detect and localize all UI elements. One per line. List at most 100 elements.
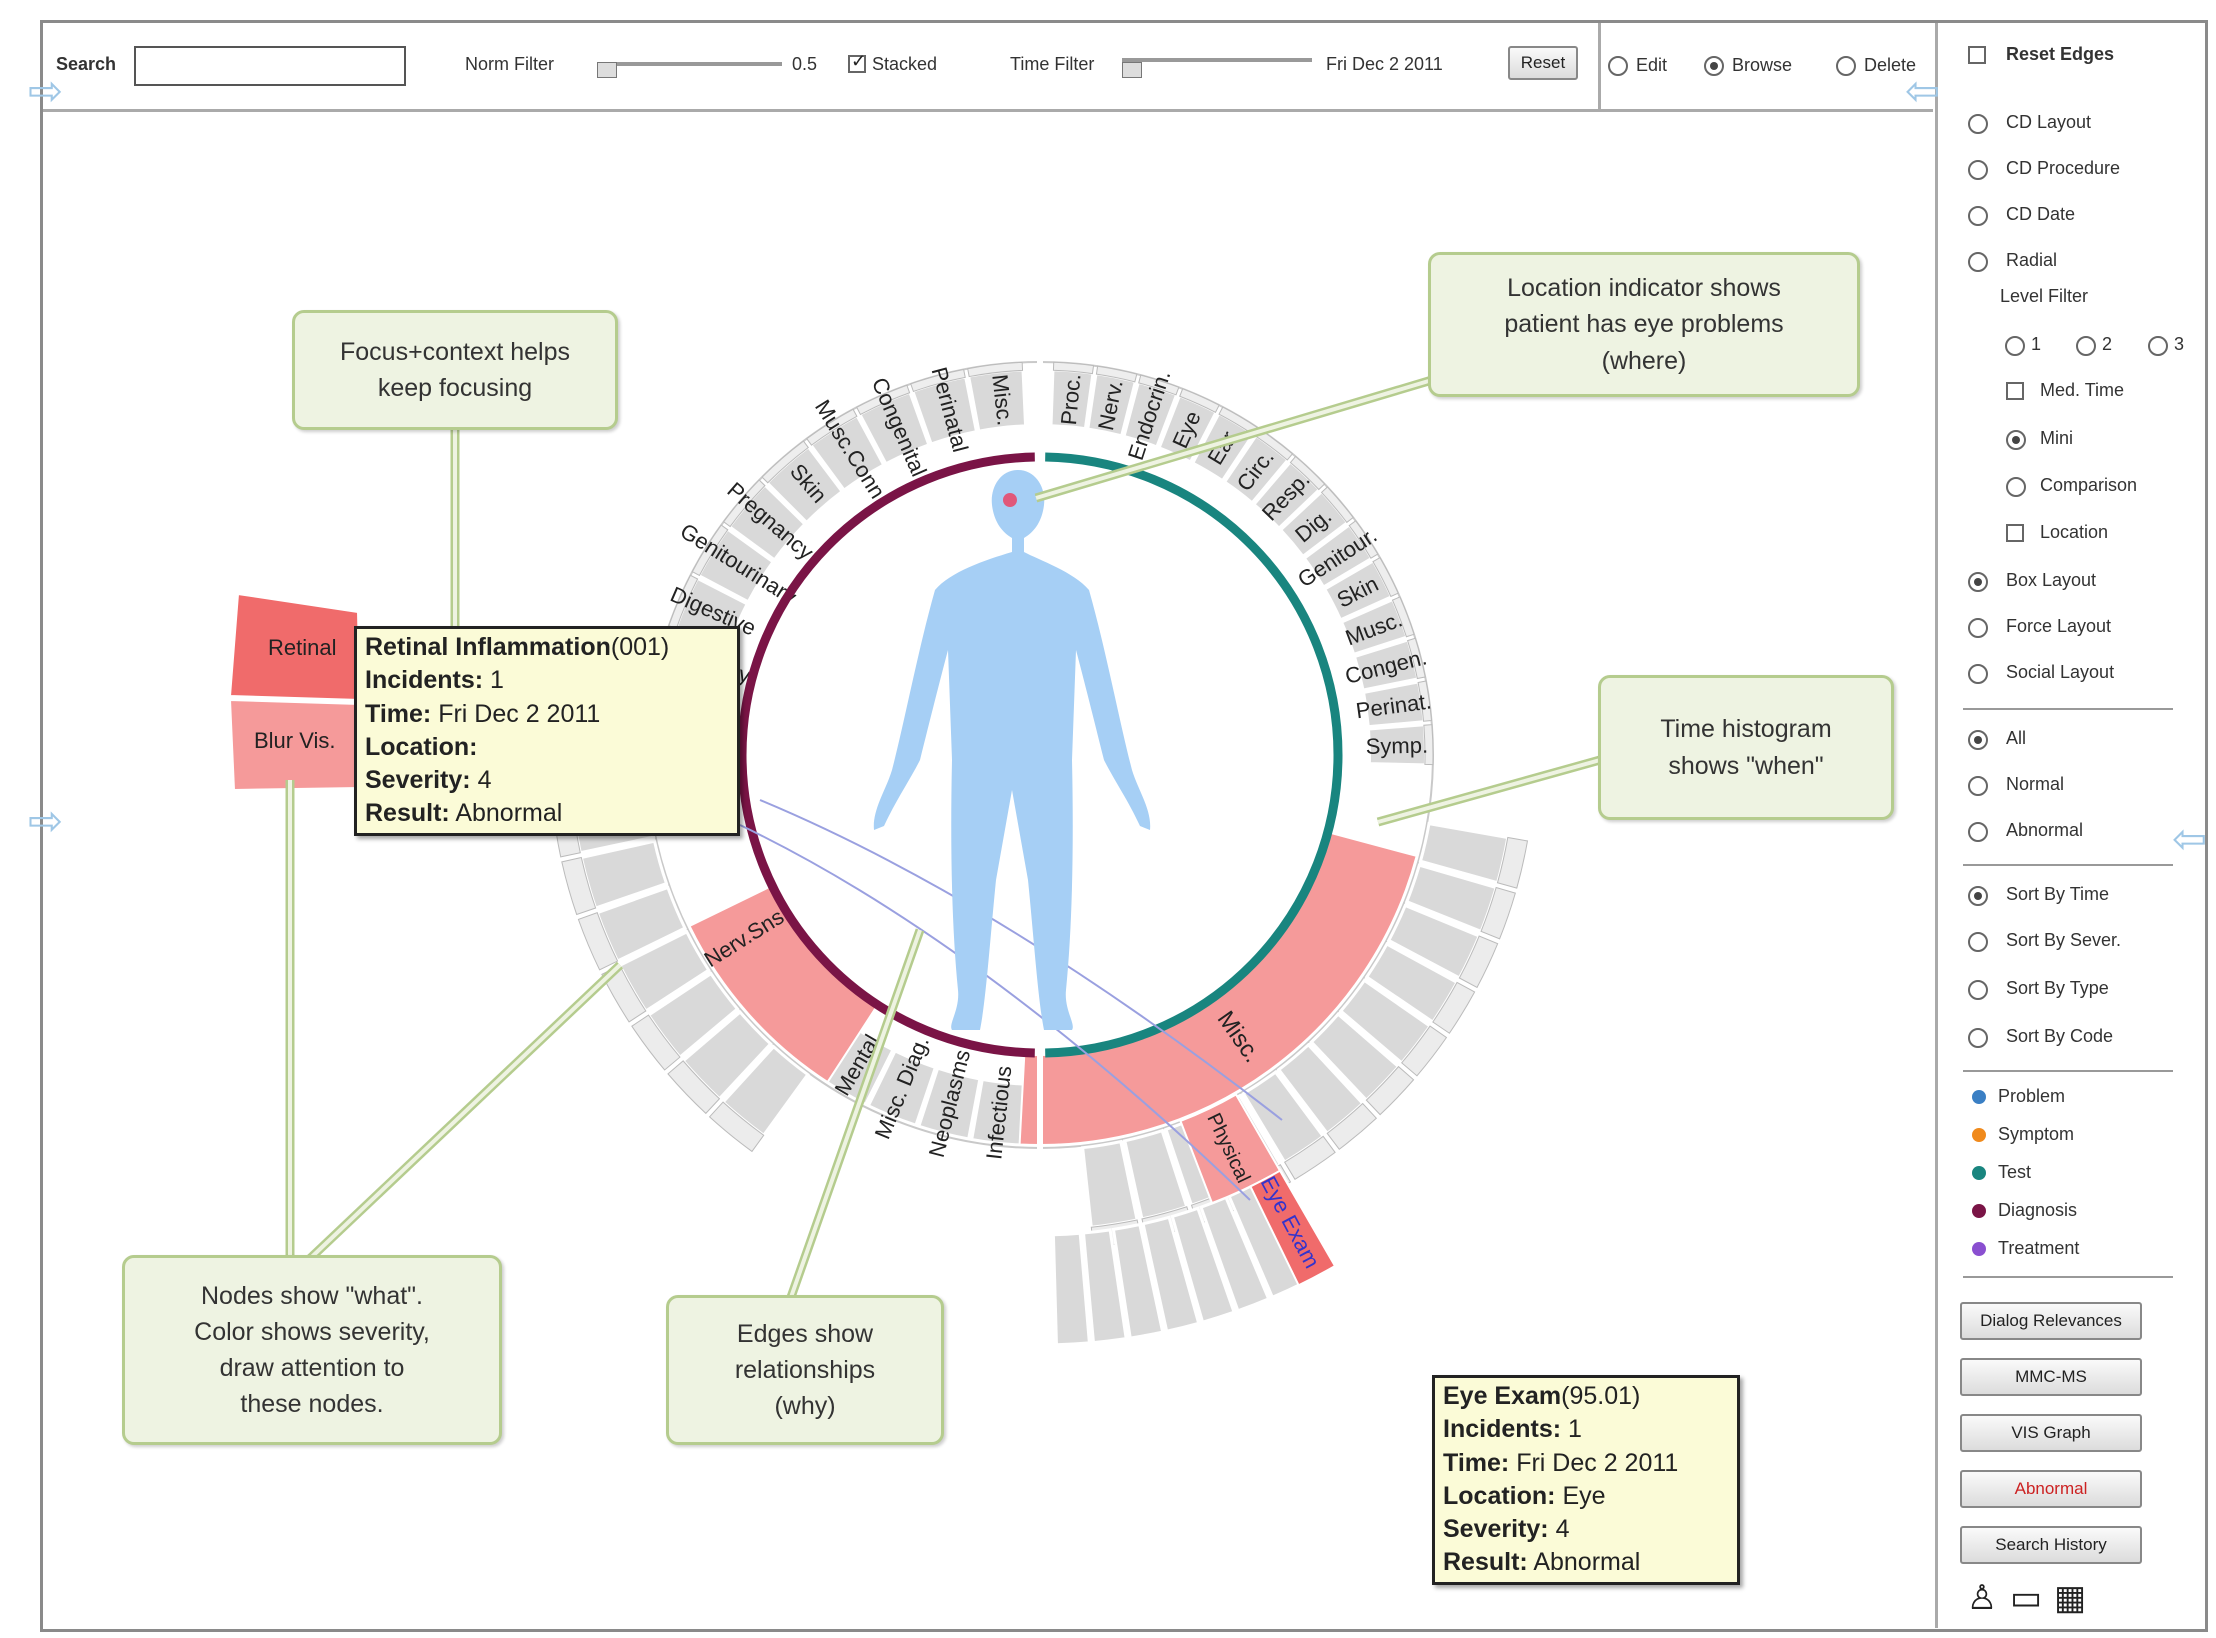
panel-button-0[interactable]: Dialog Relevances <box>1960 1302 2142 1340</box>
category-cell-rim <box>1289 455 1326 491</box>
category-cell-rim <box>1138 374 1180 396</box>
histogram-cell <box>1081 1228 1128 1345</box>
tooltip-incidents: 1 <box>1568 1415 1582 1444</box>
collapse-right-arrow-icon[interactable]: ⇦ <box>1905 67 1941 114</box>
relationship-edge <box>739 824 1251 1201</box>
layout-label: CD Date <box>2006 204 2076 224</box>
toolbar-divider <box>1598 23 1601 109</box>
tooltip-location-label: Location: <box>365 732 478 761</box>
expand-left-arrow-icon[interactable]: ⇨ <box>28 67 64 114</box>
callout-time-connector-inner <box>1377 758 1601 824</box>
layout-radio[interactable] <box>1968 114 1988 134</box>
view-mode-radio[interactable] <box>2006 477 2026 497</box>
category-cell <box>867 1050 937 1126</box>
view-option-label: Edit <box>1636 55 1668 75</box>
reset-button[interactable]: Reset <box>1508 46 1578 80</box>
right-panel <box>1935 23 2208 1628</box>
callout-time-text: Time histogram shows "when" <box>1660 715 1832 780</box>
med-time-checkbox[interactable] <box>2006 382 2024 400</box>
tooltip-severity-label: Severity: <box>1443 1515 1549 1543</box>
collapse-right-arrow-icon[interactable]: ⇦ <box>2172 815 2208 862</box>
panel-button-1[interactable]: MMC-MS <box>1960 1358 2142 1396</box>
view-option-radio-0[interactable] <box>1608 56 1628 76</box>
view-mode-label: Mini <box>2040 428 2074 448</box>
expand-left-arrow-icon[interactable]: ⇨ <box>28 797 64 844</box>
tooltip-time-label: Time: <box>365 699 432 728</box>
tooltip-severity: 4 <box>477 766 492 794</box>
callout-location-text: Location indicator shows patient has eye… <box>1504 274 1784 375</box>
legend-label: Diagnosis <box>1998 1200 2078 1220</box>
result-filter-radio[interactable] <box>1968 730 1988 750</box>
category-cell <box>918 1067 981 1140</box>
histogram-cell-rim <box>1283 1135 1336 1180</box>
level-radio[interactable] <box>2005 336 2025 356</box>
time-filter-slider[interactable] <box>1122 58 1312 62</box>
location-checkbox[interactable] <box>2006 524 2024 542</box>
tooltip-retinal-inflammation: Retinal Inflammation(001) Incidents: 1 T… <box>354 626 740 836</box>
tooltip-result-label: Result: <box>1443 1548 1528 1577</box>
view-option-radio-1[interactable] <box>1704 56 1724 76</box>
tooltip-incidents: 1 <box>490 666 504 695</box>
panel-button-2[interactable]: VIS Graph <box>1960 1414 2142 1452</box>
layout-label: Radial <box>2006 250 2058 270</box>
callout-time: Time histogram shows "when" <box>1598 675 1894 820</box>
grid-icon[interactable]: ▦ <box>2053 1579 2087 1617</box>
tooltip-time: Fri Dec 2 2011 <box>1516 1448 1679 1477</box>
norm-filter-value: 0.5 <box>792 54 818 74</box>
tooltip-incidents-label: Incidents: <box>1443 1415 1562 1444</box>
category-cell-rim <box>806 408 858 446</box>
layout-label: CD Layout <box>2006 112 2092 132</box>
category-cell <box>971 1078 1027 1146</box>
callout-focus-context: Focus+context helps keep focusing <box>292 310 618 430</box>
callout-nodes-text: Nodes show "what". Color shows severity,… <box>194 1281 430 1419</box>
layout-radio[interactable] <box>1968 160 1988 180</box>
left-stack-label: Retinal <box>268 635 336 660</box>
result-filter-radio[interactable] <box>1968 822 1988 842</box>
sort-label: Sort By Type <box>2006 978 2109 998</box>
histogram-cell <box>1170 1206 1236 1324</box>
view-option-label: Delete <box>1864 55 1917 75</box>
panel-button-4[interactable]: Search History <box>1960 1526 2142 1564</box>
panel-button-3[interactable]: Abnormal <box>1960 1470 2142 1508</box>
sort-label: Sort By Time <box>2006 884 2110 904</box>
callout-edges: Edges show relationships (why) <box>666 1295 944 1445</box>
card-icon[interactable]: ▭ <box>2009 1579 2043 1617</box>
legend-label: Problem <box>1998 1086 2066 1106</box>
callout-edges-connector-inner <box>788 929 922 1301</box>
sort-radio[interactable] <box>1968 980 1988 1000</box>
tooltip-code: (001) <box>610 633 670 661</box>
person-icon[interactable]: ♙ <box>1966 1579 1998 1617</box>
category-cell-rim <box>910 368 966 393</box>
legend-dot-treatment <box>1972 1242 1986 1256</box>
layout-radio[interactable] <box>1968 206 1988 226</box>
view-mode-radio[interactable] <box>2006 430 2026 450</box>
layout-radio[interactable] <box>1968 252 1988 272</box>
stacked-checkbox[interactable]: ✓ <box>848 51 866 73</box>
category-cell-rim <box>1052 361 1095 375</box>
sort-radio[interactable] <box>1968 1028 1988 1048</box>
layout-type-radio[interactable] <box>1968 572 1988 592</box>
level-radio[interactable] <box>2148 336 2168 356</box>
tooltip-title: Eye Exam <box>1443 1382 1562 1410</box>
callout-edges-text: Edges show relationships (why) <box>734 1319 876 1421</box>
histogram-cell-rim <box>1365 1065 1415 1116</box>
result-filter-radio[interactable] <box>1968 776 1988 796</box>
sort-radio[interactable] <box>1968 886 1988 906</box>
search-input[interactable] <box>134 46 406 86</box>
norm-filter-slider[interactable] <box>597 62 782 66</box>
layout-type-radio[interactable] <box>1968 618 1988 638</box>
tooltip-severity: 4 <box>1555 1515 1570 1543</box>
reset-edges-checkbox[interactable] <box>1968 46 1986 64</box>
legend-dot-test <box>1972 1166 1986 1180</box>
sort-label: Sort By Sever. <box>2006 930 2122 950</box>
norm-filter-slider-thumb[interactable] <box>597 62 617 78</box>
view-option-radio-2[interactable] <box>1836 56 1856 76</box>
time-filter-slider-thumb[interactable] <box>1122 62 1142 78</box>
callout-location: Location indicator shows patient has eye… <box>1428 252 1860 397</box>
category-label: Proc. <box>1056 373 1086 426</box>
sort-radio[interactable] <box>1968 932 1988 952</box>
layout-type-radio[interactable] <box>1968 664 1988 684</box>
med-time-label: Med. Time <box>2040 380 2125 400</box>
level-radio[interactable] <box>2076 336 2096 356</box>
category-cell-rim <box>1348 520 1379 559</box>
